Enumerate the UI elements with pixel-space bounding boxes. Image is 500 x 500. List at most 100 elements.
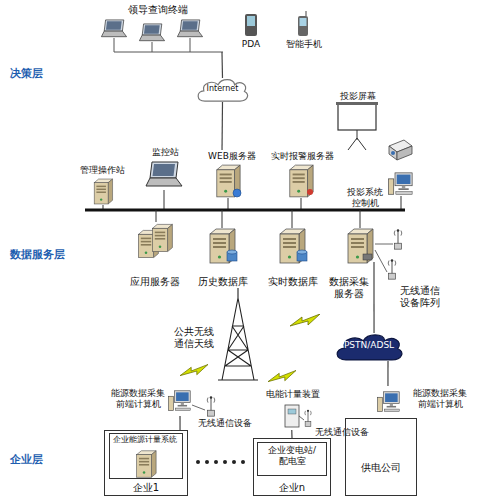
node-label: Internet: [195, 84, 250, 94]
layer-label: 数据服务层: [10, 247, 65, 262]
connector-line: [221, 52, 223, 78]
wireless-bolt: [268, 370, 296, 381]
device-node: 公共无线通信天线: [172, 290, 262, 382]
node-label: 电能计量装置: [262, 389, 324, 400]
node-label: 企业n: [253, 482, 331, 494]
meter-icon: [285, 405, 299, 427]
wireless-bolt: [180, 364, 208, 375]
node-label: 能源数据采集前端计算机: [110, 388, 166, 410]
connector-line: [291, 430, 292, 438]
tower-lattice: [218, 288, 258, 380]
laptop-icon: [177, 20, 202, 37]
node-label: WEB服务器: [200, 151, 264, 162]
node-label: 企业能源计量系统: [109, 435, 181, 445]
device-node: 历史数据库: [195, 218, 251, 292]
device-node: 应用服务器: [125, 218, 185, 292]
network-bus: [85, 209, 405, 212]
phone-screen: [300, 18, 307, 26]
node-label: PDA: [232, 39, 270, 50]
node-label: 投影屏幕: [325, 91, 390, 102]
projector-icon: [389, 140, 412, 160]
enterprise-box: 企业1 企业能源计量系统: [104, 430, 188, 496]
meter-display: [288, 409, 296, 414]
device-node: 无线通信设备: [195, 393, 255, 431]
network-cloud: Internet: [195, 78, 250, 102]
modem-icon: [363, 254, 372, 260]
dot: [196, 460, 200, 464]
terminal-wire: [114, 38, 223, 52]
bus-drop: [156, 210, 360, 228]
connector-line: [179, 416, 180, 430]
connector-line: [387, 361, 388, 386]
pda-screen: [247, 16, 255, 26]
device-wire: [299, 416, 304, 420]
computer-icon: [378, 392, 400, 412]
node-label: 能源数据采集前端计算机: [412, 388, 468, 410]
dot: [241, 460, 245, 464]
server-icon: [217, 165, 240, 197]
db-top: [297, 250, 307, 254]
meter-body: [285, 405, 299, 427]
alarm-light: [307, 189, 313, 195]
projector-lens: [391, 151, 395, 155]
phone-antenna: [306, 11, 307, 16]
server-icon: [290, 165, 313, 197]
dot: [205, 460, 209, 464]
node-label: 无线通信设备: [195, 418, 255, 429]
node-label: 公共无线通信天线: [172, 326, 216, 350]
screen-bar: [336, 102, 378, 105]
network-cloud: PSTN/ADSL: [333, 333, 405, 361]
node-label: 历史数据库: [195, 276, 251, 288]
node-label: 企业1: [104, 482, 188, 494]
device-node: 投影系统控制机: [345, 168, 417, 209]
phone-icon: [298, 11, 308, 36]
device-node: 电能计量装置: [262, 388, 324, 430]
computer-icon: [389, 173, 413, 194]
server-icon: [152, 224, 172, 251]
system-box: 企业能源计量系统: [109, 433, 183, 479]
layer-label: 企业层: [10, 452, 43, 467]
node-label: 管理操作站: [72, 165, 132, 176]
dot: [223, 460, 227, 464]
device-node: 实时报警服务器: [266, 150, 338, 200]
device-node: 实时数据库: [265, 218, 321, 292]
device-node: 能源数据采集前端计算机: [110, 382, 196, 416]
device-node: 智能手机: [282, 12, 327, 52]
server-wire: [373, 262, 374, 304]
antenna-tower: [218, 288, 258, 380]
node-label: 投影系统控制机: [345, 187, 385, 209]
device-node: 无线通信设备: [300, 405, 372, 440]
computer-icon: [169, 391, 191, 411]
leader-terminals: [101, 20, 223, 52]
layer-label: 决策层: [10, 66, 43, 81]
antenna-icon: [394, 229, 402, 249]
antenna-icon: [305, 410, 311, 427]
laptop-icon: [146, 162, 182, 186]
projector-front: [389, 146, 397, 160]
node-label: 无线通信设备: [312, 427, 372, 438]
database-icon: [227, 250, 237, 261]
screen-panel: [338, 104, 376, 130]
pda-icon: [245, 14, 257, 36]
node-label: 无线通信设备阵列: [398, 285, 442, 309]
node-label: 实时报警服务器: [266, 151, 338, 162]
antenna-icon: [207, 396, 215, 416]
pda-body: [245, 14, 257, 36]
node-label: 数据采集服务器: [328, 276, 370, 300]
device-node: 数据采集服务器: [328, 218, 385, 304]
device-node: 投影屏幕: [325, 90, 390, 150]
node-label: 监控站: [140, 147, 190, 158]
node-label: 供电公司: [345, 462, 417, 474]
device-node: 监控站: [140, 146, 190, 192]
node-label: 智能手机: [280, 39, 328, 50]
node-label: 领导查询终端: [95, 4, 220, 16]
node-label: PSTN/ADSL: [333, 340, 405, 351]
connector-line: [221, 102, 223, 150]
laptop-icon: [101, 20, 126, 37]
antenna-wire: [375, 244, 393, 272]
projector-side: [397, 146, 412, 160]
ellipsis-dots: [196, 460, 245, 464]
web-globe: [233, 189, 241, 197]
phone-body: [298, 16, 308, 36]
